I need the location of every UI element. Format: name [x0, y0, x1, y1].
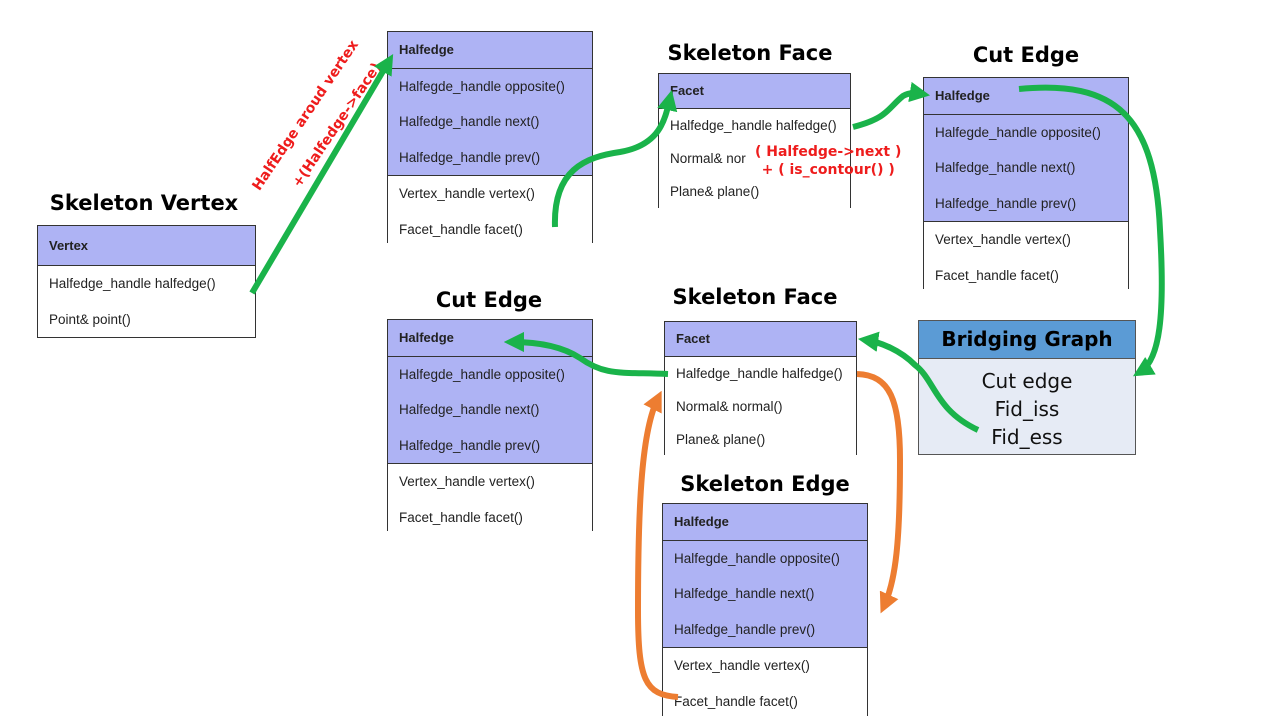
method-row: Normal& normal() — [665, 390, 856, 423]
title-skeleton-face-top: Skeleton Face — [667, 41, 833, 65]
method-row: Halfedge_handle halfedge() — [659, 108, 850, 142]
title-skeleton-face-bottom: Skeleton Face — [672, 285, 838, 309]
method-row: Halfedge_handle prev() — [924, 185, 1128, 221]
bridging-graph-line: Fid_iss — [994, 397, 1060, 421]
method-row: Vertex_handle vertex() — [663, 647, 867, 684]
class-header: Halfedge — [663, 504, 867, 540]
method-row: Halfedge_handle next() — [388, 104, 592, 140]
arrow-facet-to-skeleton-edge — [856, 371, 904, 614]
method-row: Plane& plane() — [665, 423, 856, 456]
method-row: Halfegde_handle opposite() — [388, 355, 592, 392]
arrow-cutedge-to-bridging — [1018, 84, 1165, 377]
method-row: Halfedge_handle prev() — [388, 139, 592, 175]
method-row: Halfedge_handle next() — [924, 150, 1128, 186]
arrow-vertex-to-halfedge — [249, 53, 394, 295]
method-row: Facet_handle facet() — [924, 257, 1128, 293]
title-cut-edge-top: Cut Edge — [972, 43, 1080, 67]
method-row: Plane& plane() — [659, 175, 850, 208]
method-row: Halfedge_handle next() — [663, 576, 867, 612]
method-row: Point& point() — [38, 301, 255, 337]
cut-edge-class-box-bottom: Halfedge Halfegde_handle opposite() Half… — [387, 319, 593, 535]
bridging-graph-title: Bridging Graph — [919, 321, 1135, 359]
arrow-skeleton-edge-to-facet — [634, 390, 679, 700]
title-skeleton-vertex: Skeleton Vertex — [49, 191, 239, 215]
method-row: Vertex_handle vertex() — [924, 221, 1128, 258]
method-row: Vertex_handle vertex() — [388, 463, 592, 500]
annotation-next-contour: ( Halfedge->next ) + ( is_contour() ) — [755, 144, 902, 178]
method-row: Normal& nor — [659, 142, 850, 175]
skeleton-edge-class-box: Halfedge Halfegde_handle opposite() Half… — [662, 503, 868, 719]
bridging-graph-line: Fid_ess — [991, 425, 1063, 449]
arrow-facet-to-facet-top — [551, 90, 678, 228]
vertex-class-box: Vertex Halfedge_handle halfedge() Point&… — [37, 225, 256, 338]
title-skeleton-edge: Skeleton Edge — [680, 472, 850, 496]
class-header: Halfedge — [388, 32, 592, 68]
class-header: Halfedge — [924, 78, 1128, 114]
class-header: Vertex — [38, 226, 255, 265]
title-cut-edge-bottom: Cut Edge — [435, 288, 543, 312]
arrow-facet-to-cutedge-bottom — [503, 331, 669, 377]
bridging-graph-line: Cut edge — [981, 369, 1073, 393]
method-row: Halfedge_handle prev() — [388, 427, 592, 463]
class-header: Facet — [659, 74, 850, 108]
facet-class-box-bottom: Facet Halfedge_handle halfedge() Normal&… — [664, 321, 857, 456]
method-row: Facet_handle facet() — [388, 211, 592, 247]
method-row: Halfegde_handle opposite() — [388, 67, 592, 104]
arrow-bridging-to-facet — [857, 331, 980, 433]
arrow-facet-to-cutedge — [852, 81, 931, 130]
method-row: Facet_handle facet() — [388, 499, 592, 535]
class-header: Facet — [665, 322, 856, 356]
method-row: Halfedge_handle halfedge() — [38, 265, 255, 302]
cut-edge-class-box-top: Halfedge Halfegde_handle opposite() Half… — [923, 77, 1129, 293]
method-row: Halfedge_handle halfedge() — [665, 356, 856, 390]
method-row: Halfedge_handle prev() — [663, 611, 867, 647]
bridging-graph-box: Bridging Graph Cut edge Fid_iss Fid_ess — [918, 320, 1136, 455]
method-row: Halfegde_handle opposite() — [924, 113, 1128, 150]
method-row: Halfedge_handle next() — [388, 392, 592, 428]
method-row: Facet_handle facet() — [663, 683, 867, 719]
method-row: Halfegde_handle opposite() — [663, 539, 867, 576]
facet-class-box-top: Facet Halfedge_handle halfedge() Normal&… — [658, 73, 851, 208]
method-row: Vertex_handle vertex() — [388, 175, 592, 212]
